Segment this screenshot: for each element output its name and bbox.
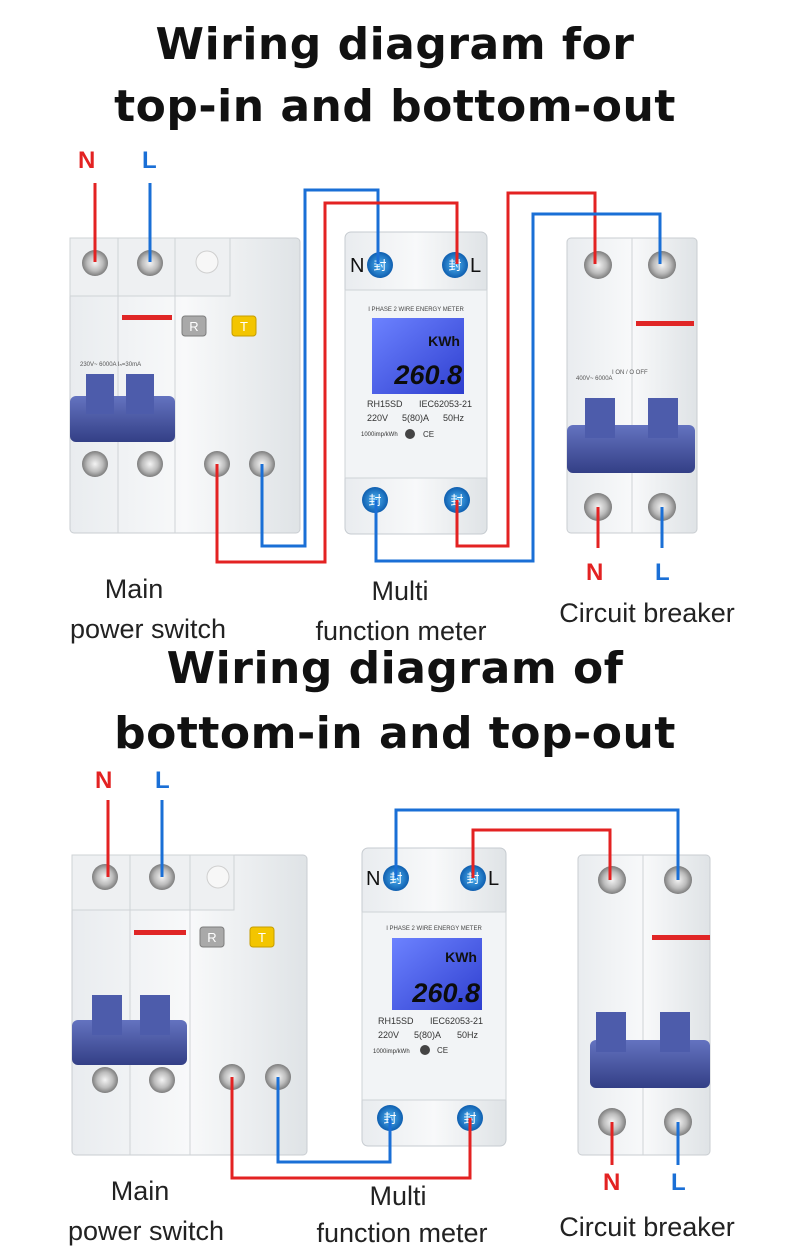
meter-l-label: L — [488, 868, 499, 890]
reset-button-label: R — [189, 319, 198, 334]
meter-frequency: 50Hz — [457, 1030, 479, 1040]
top-out-n-label: N — [586, 559, 603, 586]
top-diagram: R T 230V~ 6000A Iₙ=30mA I PHASE 2 WIRE E… — [69, 147, 735, 646]
screw-icon — [149, 1067, 175, 1093]
top-circuit-breaker: 400V~ 6000A I ON / O OFF — [566, 237, 698, 534]
screw-icon — [584, 251, 612, 279]
meter-current: 5(80)A — [402, 413, 429, 423]
bottom-circuit-breaker — [577, 854, 711, 1156]
top-out-l-label: L — [655, 559, 670, 586]
meter-model: RH15SD — [367, 399, 403, 409]
breaker-on-off: I ON / O OFF — [612, 370, 648, 376]
meter-voltage: 220V — [367, 413, 388, 423]
top-supply-n-label: N — [78, 147, 95, 174]
reset-button-label: R — [207, 930, 216, 945]
meter-voltage: 220V — [378, 1030, 399, 1040]
bottom-diagram: R T I PHASE 2 WIRE ENERGY METER KWh 260.… — [68, 767, 735, 1248]
live-wire-meter-to-breaker — [471, 828, 612, 880]
live-wire-switch-to-meter — [215, 201, 459, 564]
bottom-meter-caption-2: function meter — [316, 1218, 487, 1248]
meter-impulse: 1000imp/kWh — [361, 432, 398, 438]
meter-frequency: 50Hz — [443, 413, 465, 423]
meter-impulse: 1000imp/kWh — [373, 1049, 410, 1055]
meter-reading: 260.8 — [411, 978, 480, 1008]
screw-icon — [82, 451, 108, 477]
seal-glyph: 封 — [373, 258, 386, 273]
top-supply-l-label: L — [142, 147, 157, 174]
bottom-main-switch-caption-2: power switch — [68, 1216, 224, 1246]
test-button-label: T — [240, 319, 248, 334]
top-wires — [93, 183, 664, 564]
live-wire-meter-to-breaker — [455, 191, 597, 548]
screw-icon — [92, 1067, 118, 1093]
screw-icon — [137, 250, 163, 276]
bottom-wires — [106, 800, 680, 1180]
meter-n-label: N — [366, 868, 380, 890]
bottom-meter-caption-1: Multi — [369, 1181, 426, 1211]
live-wire-switch-to-meter — [230, 1077, 472, 1180]
bottom-supply-l-label: L — [155, 767, 170, 794]
meter-marks: CE — [423, 430, 434, 439]
meter-lcd — [392, 938, 482, 1010]
top-main-switch-caption-1: Main — [105, 574, 164, 604]
meter-standard: IEC62053-21 — [419, 399, 472, 409]
meter-header: I PHASE 2 WIRE ENERGY METER — [368, 307, 464, 313]
meter-current: 5(80)A — [414, 1030, 441, 1040]
test-button-label: T — [258, 930, 266, 945]
meter-seal-n-icon — [367, 252, 393, 278]
meter-model: RH15SD — [378, 1016, 414, 1026]
screw-icon — [92, 864, 118, 890]
pulse-led-icon — [420, 1045, 430, 1055]
meter-seal-l-icon — [442, 252, 468, 278]
pulse-led-icon — [405, 429, 415, 439]
reset-button[interactable] — [181, 315, 207, 337]
top-energy-meter: I PHASE 2 WIRE ENERGY METER KWh 260.8 RH… — [344, 231, 488, 535]
meter-lcd — [372, 318, 464, 394]
meter-marks: CE — [437, 1046, 448, 1055]
bottom-title-line-2: bottom-in and top-out — [114, 708, 676, 759]
top-meter-caption-1: Multi — [371, 576, 428, 606]
bottom-supply-n-label: N — [95, 767, 112, 794]
meter-l-label: L — [470, 255, 481, 277]
meter-unit: KWh — [428, 333, 460, 349]
top-breaker-caption: Circuit breaker — [559, 598, 735, 628]
bottom-out-l-label: L — [671, 1169, 686, 1196]
seal-glyph: 封 — [448, 258, 461, 273]
seal-glyph: 封 — [389, 871, 402, 886]
bottom-title-line-1: Wiring diagram of — [166, 643, 624, 694]
meter-header: I PHASE 2 WIRE ENERGY METER — [386, 926, 482, 932]
screw-icon — [82, 250, 108, 276]
top-main-power-switch: R T 230V~ 6000A Iₙ=30mA — [69, 237, 301, 534]
reset-button[interactable] — [199, 926, 225, 948]
neutral-wire-meter-to-breaker — [374, 212, 662, 563]
top-title-line-2: top-in and bottom-out — [114, 81, 676, 132]
main-switch-handle[interactable] — [70, 396, 175, 442]
bottom-main-switch-caption-1: Main — [111, 1176, 170, 1206]
bottom-energy-meter: I PHASE 2 WIRE ENERGY METER KWh 260.8 RH… — [361, 847, 507, 1147]
bottom-out-n-label: N — [603, 1169, 620, 1196]
meter-n-label: N — [350, 255, 364, 277]
meter-standard: IEC62053-21 — [430, 1016, 483, 1026]
top-main-switch-caption-2: power switch — [70, 614, 226, 644]
top-meter-caption-2: function meter — [315, 616, 486, 646]
bottom-main-power-switch: R T — [71, 854, 308, 1156]
screw-icon — [648, 251, 676, 279]
test-button[interactable] — [231, 315, 257, 337]
seal-glyph: 封 — [466, 871, 479, 886]
test-button[interactable] — [249, 926, 275, 948]
meter-reading: 260.8 — [393, 360, 462, 390]
meter-unit: KWh — [445, 949, 477, 965]
neutral-wire-switch-to-meter — [276, 1077, 392, 1164]
screw-icon — [137, 451, 163, 477]
main-switch-rating: 230V~ 6000A Iₙ=30mA — [80, 362, 141, 368]
top-title-line-1: Wiring diagram for — [155, 19, 635, 70]
bottom-breaker-caption: Circuit breaker — [559, 1212, 735, 1242]
breaker-rating: 400V~ 6000A — [576, 376, 613, 382]
neutral-wire-meter-to-breaker — [394, 808, 680, 880]
screw-icon — [598, 866, 626, 894]
